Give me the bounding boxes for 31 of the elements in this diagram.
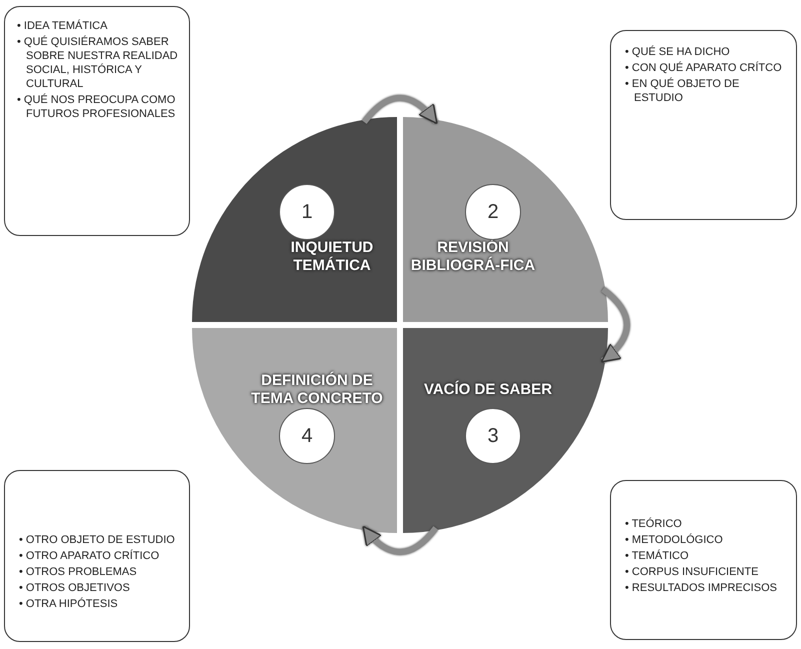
bullet-item: • OTROS PROBLEMAS xyxy=(19,565,138,579)
quadrant-title: DEFINICIÓN DE TEMA CONCRETO xyxy=(250,372,384,408)
bullet-item: • OTRA HIPÓTESIS xyxy=(19,597,119,611)
bullet-item: • CON QUÉ APARATO CRÍTCO xyxy=(625,61,783,75)
bullet-item: • TEMÁTICO xyxy=(625,549,690,563)
bullet-item: • OTRO OBJETO DE ESTUDIO xyxy=(19,533,176,547)
bullet-item: • TEÓRICO xyxy=(625,517,683,531)
bullet-item: • EN QUÉ OBJETO DE ESTUDIO xyxy=(625,77,740,105)
quadrant-segment xyxy=(403,328,608,533)
quadrant-segment xyxy=(192,117,397,322)
bullet-item: • OTROS OBJETIVOS xyxy=(19,581,131,595)
quadrant-segment xyxy=(403,117,608,322)
bullet-item: • RESULTADOS IMPRECISOS xyxy=(625,581,778,595)
quadrant-segment xyxy=(192,328,397,533)
note-card xyxy=(610,30,797,220)
bullet-item: • QUÉ QUISIÉRAMOS SABER SOBRE NUESTRA REALIDAD SOCIAL, HISTÓRICA Y CULTURAL xyxy=(17,35,179,91)
bullet-item: • CORPUS INSUFICIENTE xyxy=(625,565,760,579)
curved-arrow xyxy=(362,526,438,555)
bullet-item: • QUÉ SE HA DICHO xyxy=(625,45,731,59)
bullet-item: • METODOLÓGICO xyxy=(625,533,724,547)
note-card xyxy=(610,480,797,640)
curved-arrow xyxy=(362,95,438,124)
quadrant-title: REVISIÓN BIBLIOGRÁ-FICA xyxy=(410,239,536,275)
bullet-item: • QUÉ NOS PREOCUPA COMO FUTUROS PROFESIONALES xyxy=(17,93,176,121)
note-card xyxy=(4,6,190,236)
quadrant-title: VACÍO DE SABER xyxy=(422,381,554,399)
bullet-item: • OTRO APARATO CRÍTICO xyxy=(19,549,160,563)
note-card xyxy=(4,470,190,642)
bullet-item: • IDEA TEMÁTICA xyxy=(17,19,108,33)
quadrant-title: INQUIETUD TEMÁTICA xyxy=(290,239,374,275)
curved-arrow xyxy=(600,286,630,364)
